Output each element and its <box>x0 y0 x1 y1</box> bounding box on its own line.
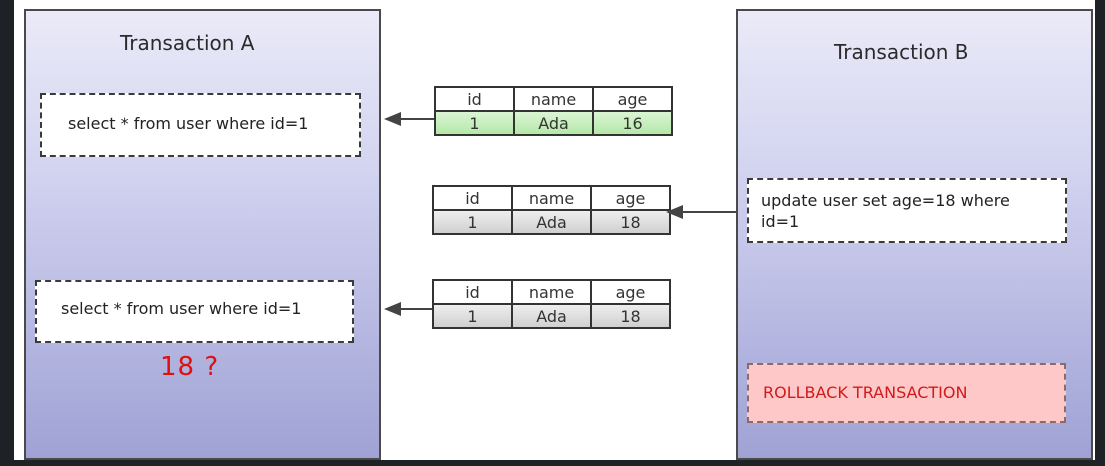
transaction-a-panel <box>24 9 381 460</box>
transaction-b-title: Transaction B <box>834 40 969 64</box>
select-query-1-text: select * from user where id=1 <box>68 114 309 133</box>
rollback-text: ROLLBACK TRANSACTION <box>763 383 968 402</box>
user-table-2: id name age 1 Ada 18 <box>432 185 671 235</box>
table-cell: 1 <box>434 110 515 136</box>
right-edge <box>1095 0 1105 466</box>
header-cell: id <box>432 185 513 211</box>
table-cell: 16 <box>592 110 673 136</box>
table-row: 1 Ada 18 <box>432 303 671 329</box>
table-cell: Ada <box>511 303 592 329</box>
table-cell: Ada <box>513 110 594 136</box>
bottom-edge <box>0 460 1105 466</box>
left-edge <box>0 0 14 466</box>
rollback-box: ROLLBACK TRANSACTION <box>747 363 1066 423</box>
header-cell: age <box>592 86 673 112</box>
table-header-row: id name age <box>434 86 673 112</box>
table-cell: 18 <box>590 209 671 235</box>
table-row: 1 Ada 16 <box>434 110 673 136</box>
update-query-box: update user set age=18 where id=1 <box>747 178 1067 243</box>
table-cell: Ada <box>511 209 592 235</box>
select-query-2-text: select * from user where id=1 <box>61 299 302 318</box>
arrow-table3-to-query2 <box>384 302 432 316</box>
table-row: 1 Ada 18 <box>432 209 671 235</box>
table-cell: 18 <box>590 303 671 329</box>
question-value: 18 ? <box>160 352 220 382</box>
arrow-update-to-table2 <box>666 205 736 219</box>
header-cell: name <box>511 185 592 211</box>
select-query-box-1: select * from user where id=1 <box>40 93 361 157</box>
update-query-line-2: id=1 <box>761 212 800 231</box>
table-header-row: id name age <box>432 279 671 305</box>
table-cell: 1 <box>432 209 513 235</box>
header-cell: age <box>590 185 671 211</box>
transaction-a-title: Transaction A <box>120 31 255 55</box>
header-cell: id <box>432 279 513 305</box>
user-table-1: id name age 1 Ada 16 <box>434 86 673 136</box>
user-table-3: id name age 1 Ada 18 <box>432 279 671 329</box>
header-cell: id <box>434 86 515 112</box>
table-cell: 1 <box>432 303 513 329</box>
table-header-row: id name age <box>432 185 671 211</box>
arrow-table1-to-query1 <box>384 112 434 126</box>
header-cell: name <box>511 279 592 305</box>
header-cell: age <box>590 279 671 305</box>
update-query-line-1: update user set age=18 where <box>761 191 1010 210</box>
header-cell: name <box>513 86 594 112</box>
select-query-box-2: select * from user where id=1 <box>35 280 354 343</box>
